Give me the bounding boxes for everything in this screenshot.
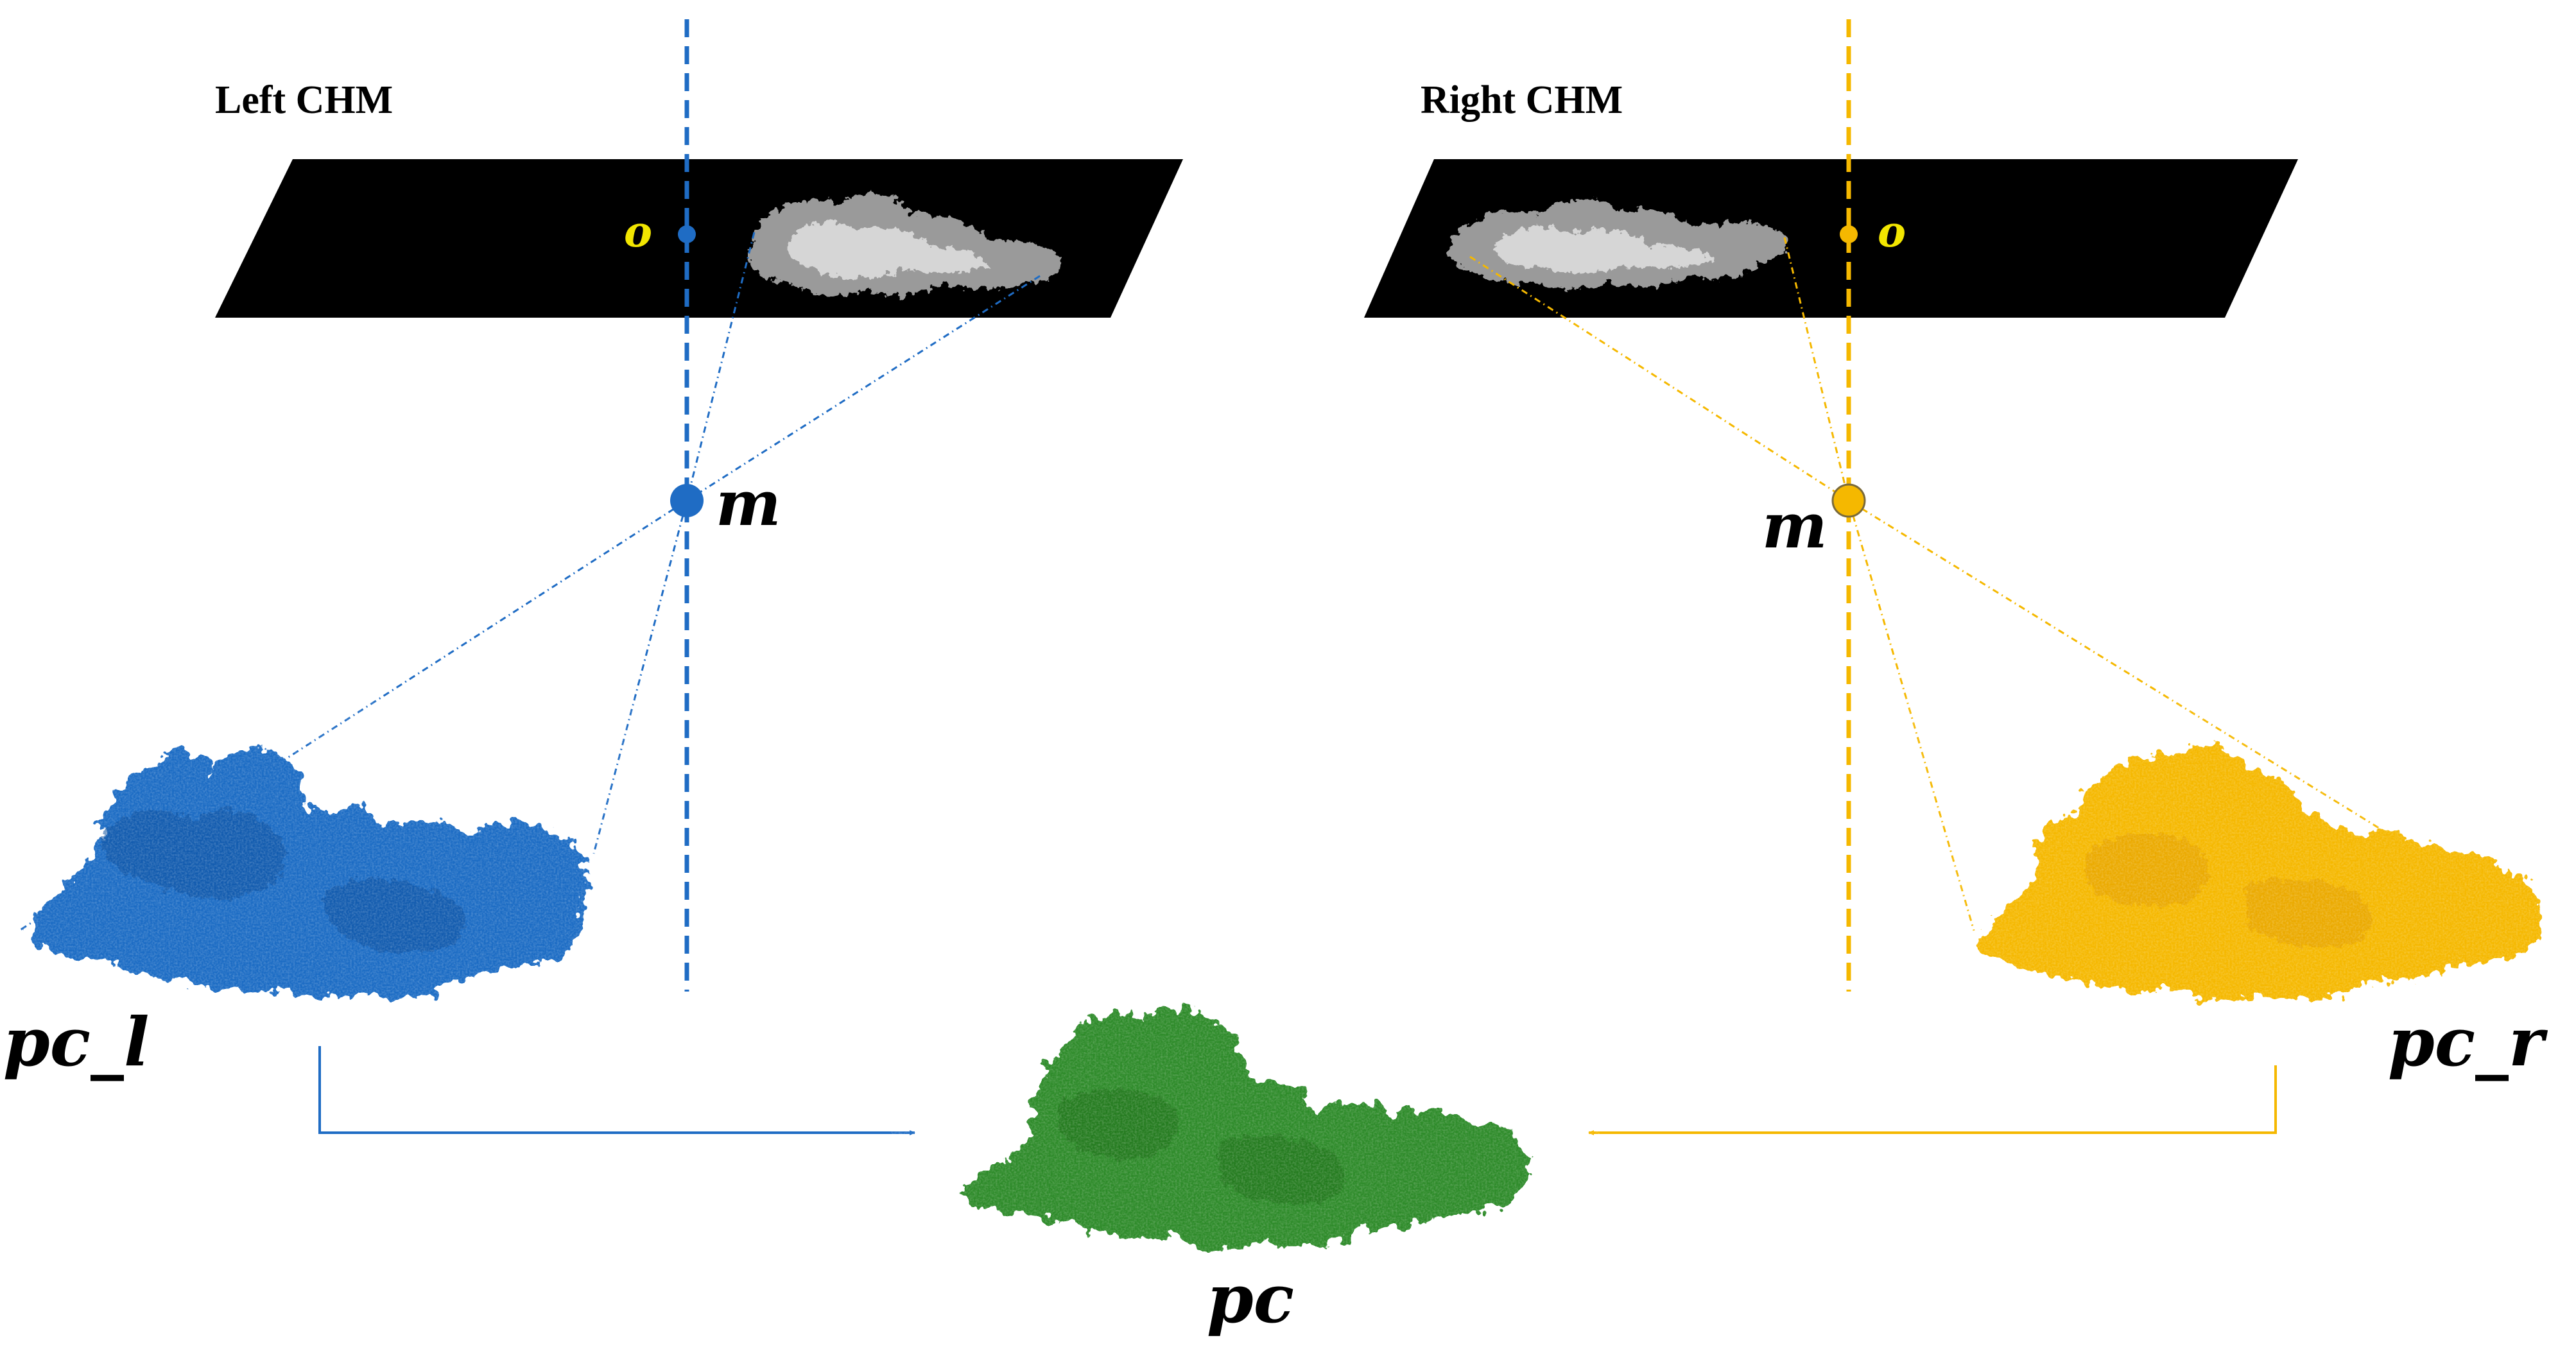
left-m-point <box>670 484 704 517</box>
left-o-label: o <box>624 207 652 257</box>
right-merge-arrow <box>1588 1065 2277 1135</box>
right-o-label: o <box>1878 207 1906 257</box>
right-point-cloud <box>1964 725 2561 1008</box>
left-chm-plane <box>215 159 1183 318</box>
right-chm-crown <box>1447 198 1786 289</box>
left-o-point <box>678 225 696 243</box>
right-chm-group: Right CHM o m pc_r <box>1364 19 2561 1081</box>
left-chm-title: Left CHM <box>215 78 393 122</box>
pc-l-label: pc_l <box>3 1002 150 1081</box>
right-m-point <box>1831 483 1866 518</box>
left-m-label: m <box>716 467 781 540</box>
left-chm-crown <box>750 193 1061 296</box>
pc-label: pc <box>1207 1259 1294 1338</box>
pc-r-label: pc_r <box>2388 1002 2548 1081</box>
merged-point-cloud <box>950 988 1541 1264</box>
left-chm-group: Left CHM o m <box>0 19 1183 1081</box>
right-o-point <box>1840 225 1858 243</box>
left-point-cloud <box>0 725 610 1008</box>
left-merge-arrow <box>318 1046 915 1135</box>
right-m-label: m <box>1762 490 1828 562</box>
right-chm-title: Right CHM <box>1421 78 1623 122</box>
